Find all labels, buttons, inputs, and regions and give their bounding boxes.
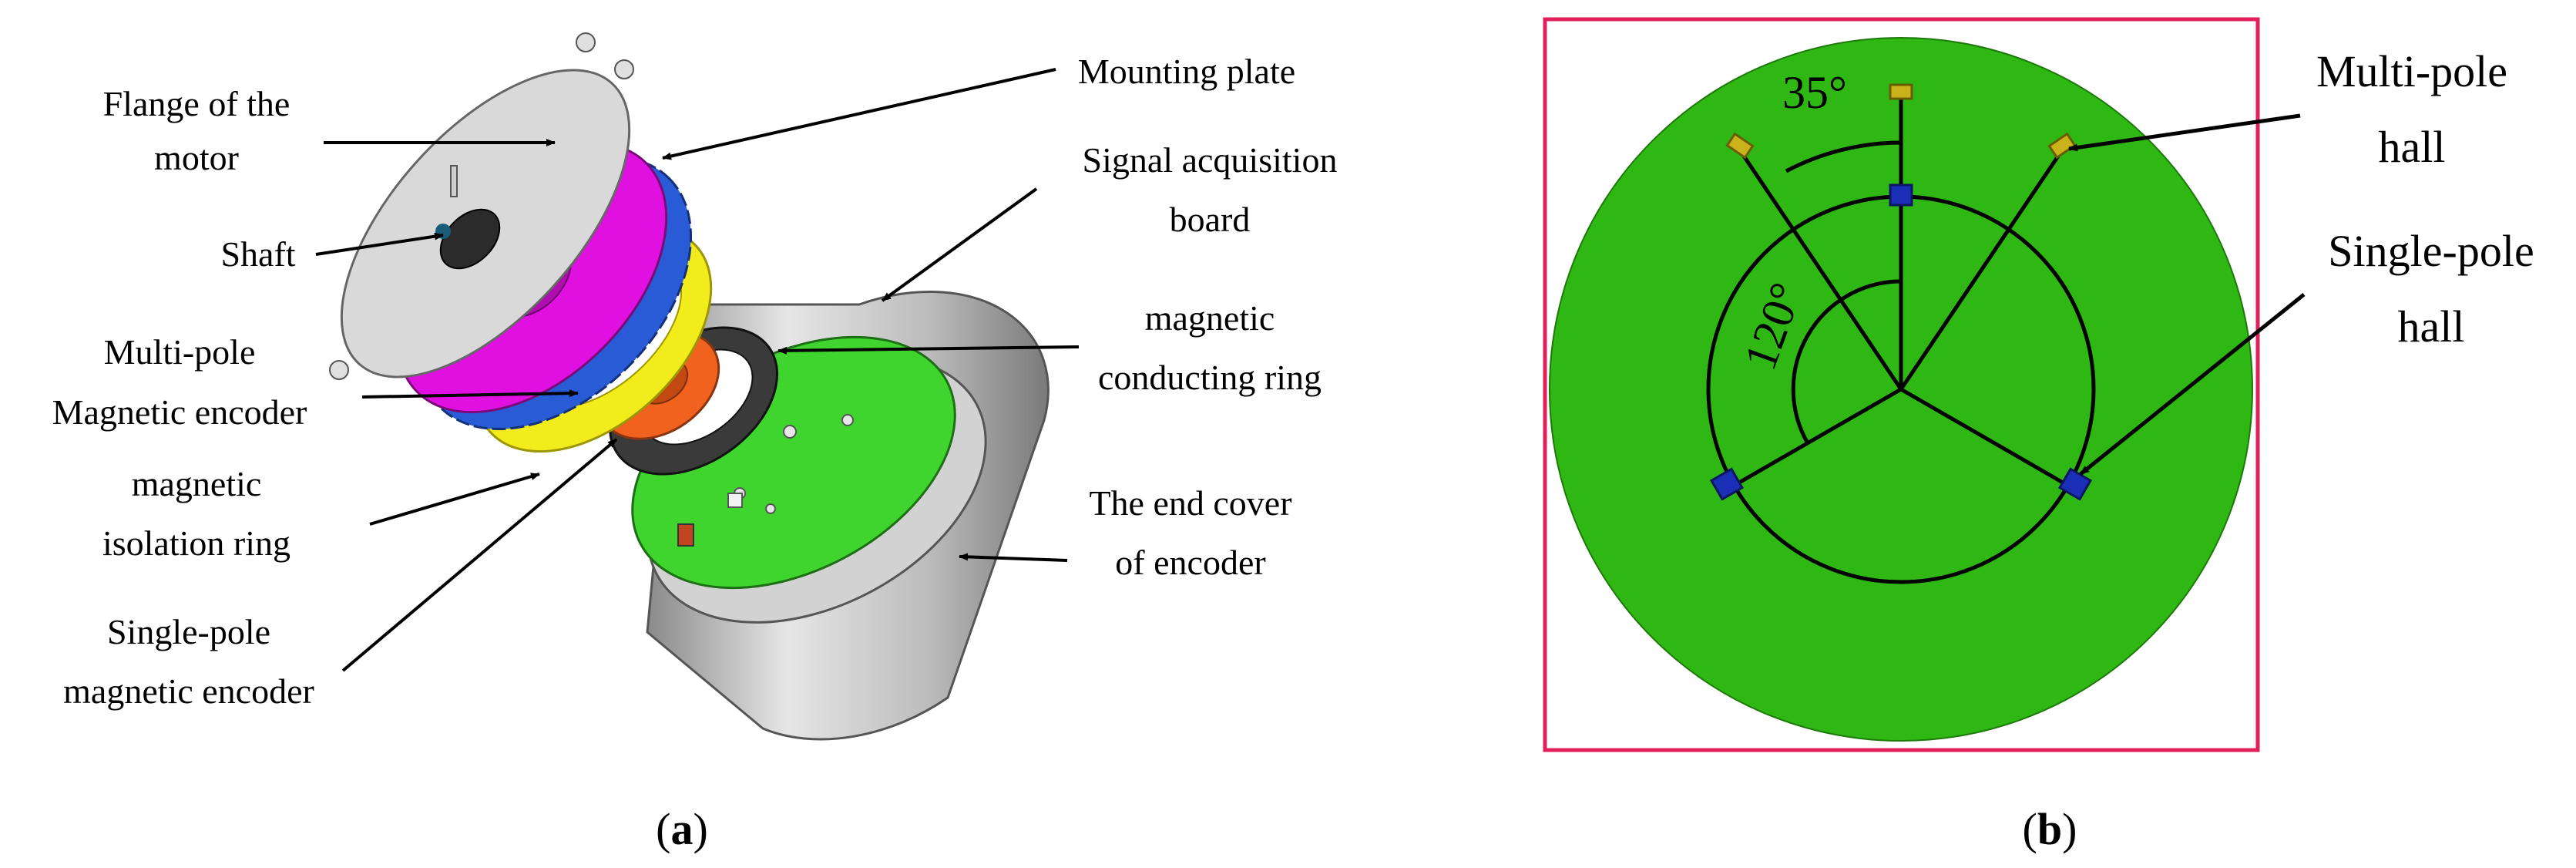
single-pole-hall-top bbox=[1889, 183, 1913, 207]
arrow-mounting-plate bbox=[662, 68, 1056, 160]
panel-b-hall-layout: 35° 120° Multi-pole hall Single-pole hal… bbox=[1543, 17, 2534, 854]
panel-b-frame bbox=[1543, 17, 2260, 752]
arrow-singlepole bbox=[341, 438, 618, 672]
label-isolation-line2: isolation ring bbox=[102, 523, 291, 563]
label-singlepole-line2: magnetic encoder bbox=[63, 671, 314, 711]
arrow-shaft bbox=[315, 232, 444, 256]
arrow-conducting-ring bbox=[778, 345, 1080, 355]
panel-b-leader-arrows bbox=[2068, 113, 2306, 476]
multi-pole-hall-right bbox=[2047, 132, 2077, 160]
label-conducting-line1: magnetic bbox=[1145, 298, 1275, 338]
label-mounting-plate: Mounting plate bbox=[1078, 52, 1295, 91]
label-multipole-hall-line1: Multi-pole bbox=[2316, 46, 2507, 96]
label-signal-line2: board bbox=[1170, 200, 1251, 239]
panel-b-caption: (b) bbox=[2023, 804, 2077, 854]
arrow-end-cover bbox=[959, 553, 1068, 562]
label-endcover-line2: of encoder bbox=[1115, 543, 1265, 582]
label-multipole-line1: Multi-pole bbox=[104, 332, 256, 372]
single-pole-hall-left bbox=[1709, 467, 1745, 501]
label-multipole-hall-line2: hall bbox=[2379, 122, 2446, 172]
angle-arc-120 bbox=[1791, 279, 1902, 445]
single-pole-hall-right bbox=[2057, 467, 2093, 501]
label-flange-line1: Flange of the bbox=[103, 84, 291, 123]
label-conducting-line2: conducting ring bbox=[1098, 358, 1322, 397]
label-signal-line1: Signal acquisition bbox=[1083, 140, 1338, 180]
label-flange-line2: motor bbox=[154, 138, 239, 177]
arrow-isolation bbox=[369, 473, 540, 526]
arrow-signal-board bbox=[881, 187, 1038, 302]
multi-pole-hall-top bbox=[1889, 83, 1913, 100]
angle-arc-35 bbox=[1785, 140, 1902, 173]
multi-pole-hall-left bbox=[1725, 132, 1755, 160]
label-multipole-line2: Magnetic encoder bbox=[52, 392, 307, 432]
panel-a-leader-arrows bbox=[315, 68, 1080, 672]
label-singlepole-hall-line1: Single-pole bbox=[2328, 226, 2534, 276]
label-isolation-line1: magnetic bbox=[132, 464, 262, 503]
radial-lines bbox=[1732, 91, 2070, 488]
label-singlepole-line1: Single-pole bbox=[107, 612, 270, 651]
multi-pole-hall-sensors bbox=[1725, 83, 2077, 160]
arrow-multipole-hall bbox=[2068, 113, 2301, 152]
angle-label-35: 35° bbox=[1782, 67, 1847, 118]
panel-a-caption: (a) bbox=[656, 804, 708, 854]
label-endcover-line1: The end cover bbox=[1089, 483, 1291, 523]
arrow-singlepole-hall bbox=[2079, 293, 2306, 476]
panel-a-exploded-view: Flange of the motor Shaft Multi-pole Mag… bbox=[52, 32, 1338, 854]
label-shaft: Shaft bbox=[220, 234, 295, 274]
arrow-multipole bbox=[361, 389, 579, 399]
label-singlepole-hall-line2: hall bbox=[2398, 301, 2465, 352]
single-pole-hall-sensors bbox=[1709, 183, 2093, 501]
